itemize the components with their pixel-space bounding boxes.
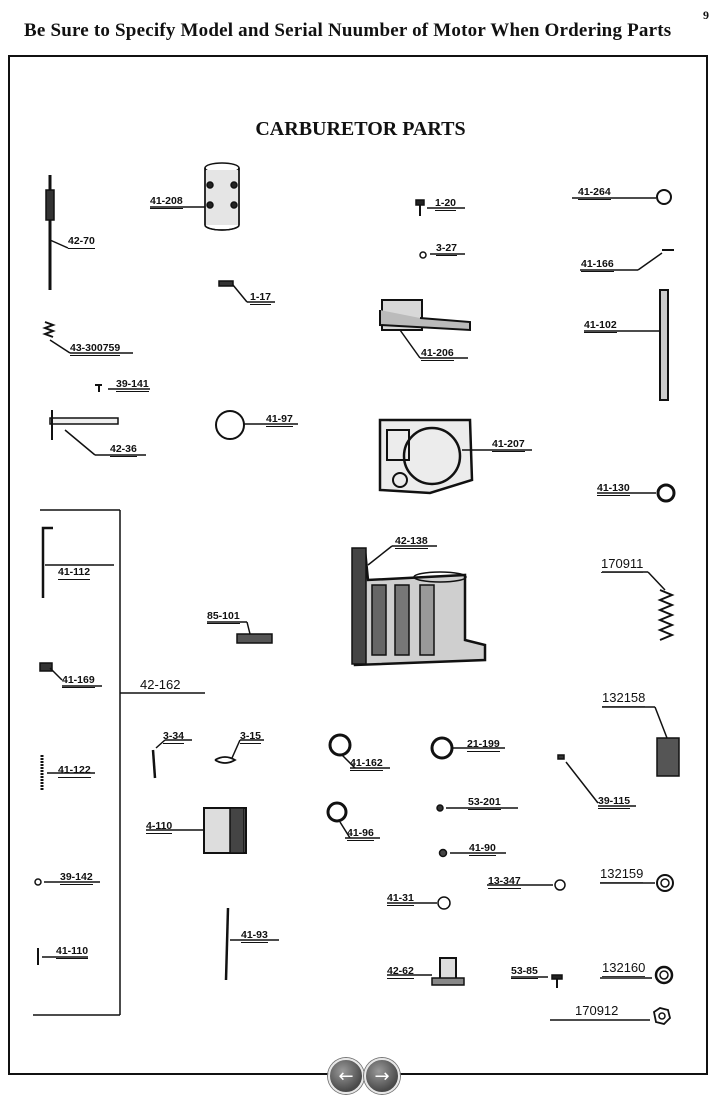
part-label-41-162: 41-162 [350, 757, 383, 771]
part-41-207-drawing [378, 418, 532, 495]
part-label-41-102: 41-102 [584, 319, 617, 333]
part-label-39-142: 39-142 [60, 871, 93, 885]
part-41-166-drawing [580, 249, 674, 271]
part-label-53-201: 53-201 [468, 796, 501, 810]
part-label-41-264: 41-264 [578, 186, 611, 200]
part-3-15-drawing [214, 739, 264, 764]
part-label-39-115: 39-115 [598, 795, 631, 809]
part-132158-drawing [602, 706, 680, 777]
part-41-169-drawing [39, 662, 102, 687]
part-label-41-112: 41-112 [58, 566, 91, 580]
part-41-206-drawing [379, 299, 471, 359]
part-label-53-85: 53-85 [511, 965, 538, 979]
part-label-41-31: 41-31 [387, 892, 414, 906]
part-label-1-17: 1-17 [250, 291, 272, 305]
part-132159-drawing [600, 874, 674, 892]
part-label-42-162: 42-162 [140, 677, 181, 692]
part-53-201-drawing [436, 804, 518, 812]
part-label-85-101: 85-101 [207, 610, 240, 624]
part-41-97-drawing [215, 410, 298, 440]
part-170912-drawing [550, 1007, 671, 1025]
part-label-41-97: 41-97 [266, 413, 293, 427]
part-53-85-drawing [511, 974, 563, 988]
part-43-300759-drawing [42, 321, 133, 354]
part-41-93-drawing [224, 907, 279, 981]
part-42-70-drawing [45, 175, 69, 290]
part-label-41-169: 41-169 [62, 674, 95, 688]
part-label-41-207: 41-207 [492, 438, 525, 452]
part-label-170911: 170911 [601, 556, 644, 573]
page-title: CARBURETOR PARTS [255, 118, 466, 140]
part-41-264-drawing [572, 189, 672, 205]
part-13-347-drawing [487, 879, 566, 891]
next-page-button[interactable]: → [364, 1058, 400, 1094]
part-label-3-15: 3-15 [240, 730, 262, 744]
part-3-27-drawing [419, 251, 465, 259]
arrow-right-icon: → [374, 1065, 390, 1087]
part-label-3-34: 3-34 [163, 730, 185, 744]
part-label-42-36: 42-36 [110, 443, 137, 457]
part-42-36-drawing [49, 410, 146, 456]
part-41-208-drawing [150, 162, 240, 231]
part-41-130-drawing [597, 483, 676, 503]
part-42-62-drawing [387, 957, 465, 986]
part-label-39-141: 39-141 [116, 378, 149, 392]
part-label-41-130: 41-130 [597, 482, 630, 496]
part-label-42-70: 42-70 [68, 235, 95, 249]
part-label-4-110: 4-110 [146, 820, 173, 834]
part-1-17-drawing [218, 280, 275, 303]
part-3-34-drawing [151, 739, 192, 779]
part-41-102-drawing [584, 289, 669, 401]
prev-page-button[interactable]: ← [328, 1058, 364, 1094]
part-label-41-110: 41-110 [56, 945, 89, 959]
part-41-112-drawing [41, 526, 114, 598]
part-85-101-drawing [207, 621, 273, 644]
part-41-122-drawing [40, 755, 95, 790]
part-label-42-62: 42-62 [387, 965, 414, 979]
part-132160-drawing [600, 965, 674, 985]
part-label-43-300759: 43-300759 [70, 342, 121, 356]
page-number: 9 [703, 8, 709, 22]
part-label-41-206: 41-206 [421, 347, 454, 361]
part-label-132160: 132160 [602, 960, 646, 977]
part-label-41-166: 41-166 [581, 258, 614, 272]
part-42-162-bracket [33, 509, 205, 1016]
page-header: Be Sure to Specify Model and Serial Nuum… [24, 20, 672, 41]
part-39-141-drawing [95, 384, 150, 392]
part-label-170912: 170912 [575, 1003, 619, 1018]
part-label-132159: 132159 [600, 866, 644, 883]
part-label-3-27: 3-27 [436, 242, 458, 256]
part-label-13-347: 13-347 [488, 875, 521, 889]
part-label-21-199: 21-199 [467, 738, 500, 752]
part-label-41-93: 41-93 [241, 929, 268, 943]
part-label-41-96: 41-96 [347, 827, 374, 841]
arrow-left-icon: ← [338, 1065, 354, 1087]
part-41-110-drawing [37, 948, 88, 965]
part-39-142-drawing [34, 878, 100, 886]
part-label-42-138: 42-138 [395, 535, 428, 549]
part-170911-drawing [602, 571, 675, 641]
part-41-90-drawing [438, 848, 506, 858]
part-label-1-20: 1-20 [435, 197, 457, 211]
part-39-115-drawing [557, 754, 636, 807]
part-4-110-drawing [146, 807, 247, 854]
part-label-41-208: 41-208 [150, 195, 183, 209]
part-1-20-drawing [415, 199, 465, 216]
part-label-41-90: 41-90 [469, 842, 496, 856]
part-41-162-drawing [328, 733, 390, 769]
part-21-199-drawing [430, 736, 505, 760]
part-42-138-drawing [351, 545, 487, 667]
part-label-132158: 132158 [602, 690, 646, 707]
part-label-41-122: 41-122 [58, 764, 91, 778]
part-41-31-drawing [387, 896, 451, 910]
part-41-96-drawing [326, 801, 380, 839]
